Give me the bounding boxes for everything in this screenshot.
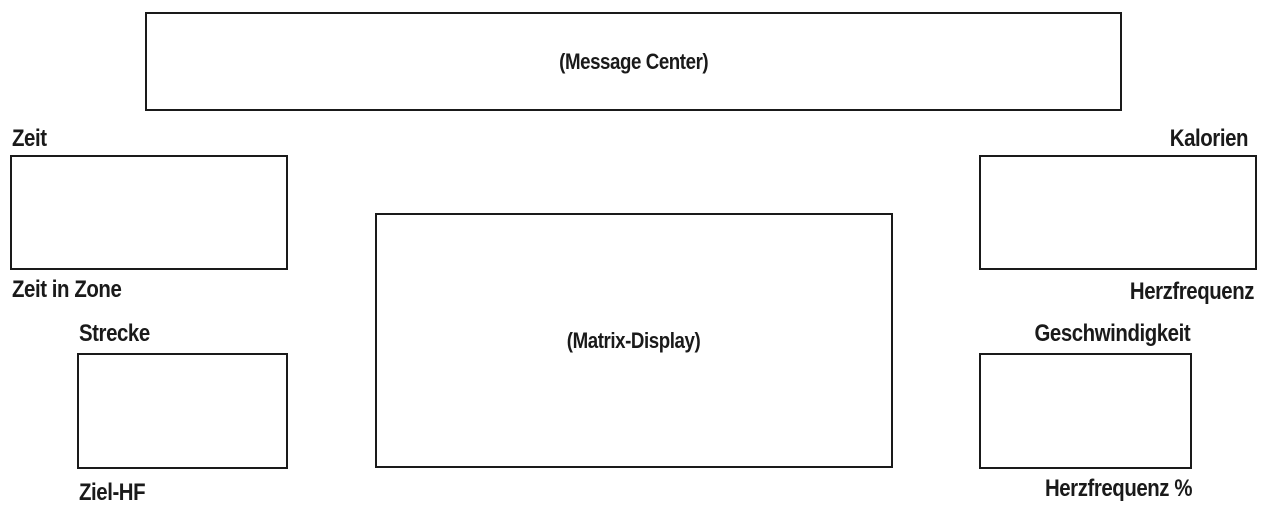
kalorien-display-box: [979, 155, 1257, 270]
strecke-display-box: [77, 353, 288, 469]
geschwindigkeit-label: Geschwindigkeit: [1034, 320, 1190, 347]
herzfrequenz-label: Herzfrequenz: [1129, 278, 1255, 305]
ziel-hf-label: Ziel-HF: [79, 479, 146, 506]
zeit-in-zone-label: Zeit in Zone: [12, 276, 122, 303]
geschwindigkeit-display-box: [979, 353, 1192, 469]
message-center-label: (Message Center): [558, 48, 709, 74]
message-center-box: (Message Center): [145, 12, 1122, 111]
matrix-display-label: (Matrix-Display): [567, 327, 701, 353]
herzfrequenz-prozent-label: Herzfrequenz %: [1044, 475, 1193, 502]
zeit-display-box: [10, 155, 288, 270]
matrix-display-box: (Matrix-Display): [375, 213, 893, 468]
zeit-label: Zeit: [12, 125, 47, 152]
kalorien-label: Kalorien: [1169, 125, 1249, 152]
strecke-label: Strecke: [79, 320, 150, 347]
